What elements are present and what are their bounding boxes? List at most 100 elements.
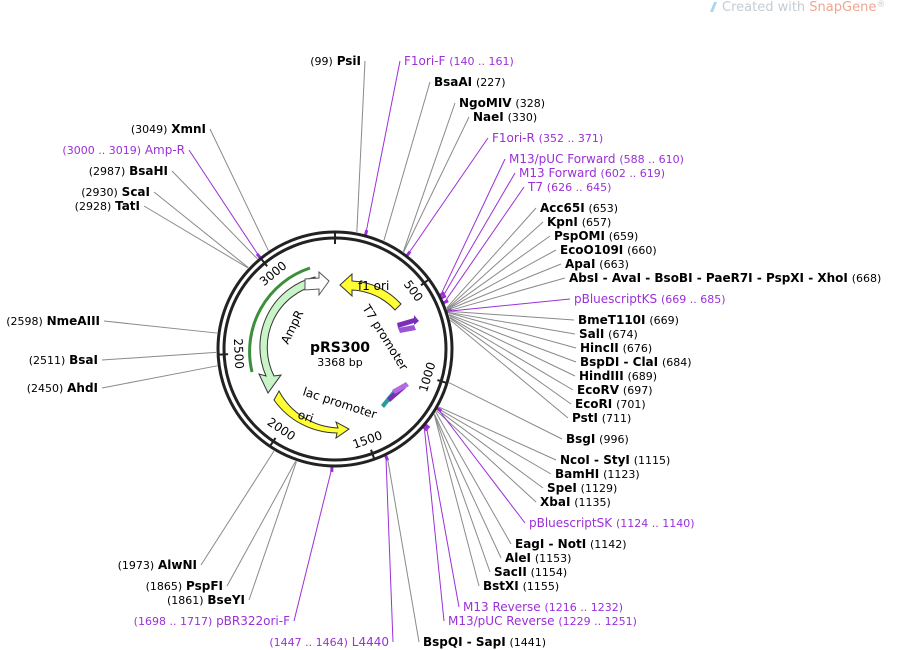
watermark-brand: SnapGene <box>809 0 876 15</box>
watermark-prefix: Created with <box>722 0 809 15</box>
site-position: (676) <box>623 342 653 355</box>
site-name: XmnI <box>171 122 206 136</box>
ori-arrow[interactable] <box>273 389 350 440</box>
ampr-promoter-arrow[interactable] <box>304 270 330 297</box>
primer-label-f1ori-f[interactable]: F1ori-F (140 .. 161) <box>404 54 514 68</box>
enzyme-label-spei[interactable]: SpeI (1129) <box>547 481 617 495</box>
connector-line <box>446 221 544 310</box>
enzyme-label-bspdi[interactable]: BspDI - ClaI (684) <box>580 355 692 369</box>
enzyme-label-ngomiv[interactable]: NgoMIV (328) <box>459 96 545 110</box>
enzyme-label-bamhi[interactable]: BamHI (1123) <box>555 467 640 481</box>
enzyme-label-psti[interactable]: PstI (711) <box>572 411 631 425</box>
primer-label-m13-fwd[interactable]: M13 Forward (602 .. 619) <box>519 166 665 180</box>
primer-label-t7[interactable]: T7 (626 .. 645) <box>527 180 611 194</box>
site-position: (669 .. 685) <box>661 293 726 306</box>
t7-primer-arrow[interactable] <box>398 325 416 333</box>
enzyme-label-bsai[interactable]: (2511) BsaI <box>29 353 98 367</box>
primer-label-l4440[interactable]: (1447 .. 1464) L4440 <box>269 635 389 649</box>
site-position: (1115) <box>634 454 671 467</box>
enzyme-label-naei[interactable]: NaeI (330) <box>473 110 537 124</box>
site-name: BstXI <box>483 579 519 593</box>
enzyme-label-bsahi[interactable]: (2987) BsaHI <box>89 164 168 178</box>
enzyme-label-bsaai[interactable]: BsaAI (227) <box>434 75 506 89</box>
enzyme-label-xmni[interactable]: (3049) XmnI <box>131 122 206 136</box>
site-name: M13/pUC Reverse <box>448 614 555 628</box>
enzyme-label-bstxi[interactable]: BstXI (1155) <box>483 579 559 593</box>
enzyme-label-psti-top[interactable]: (99) PsiI <box>310 54 361 68</box>
enzyme-label-bmet110i[interactable]: BmeT110I (669) <box>578 313 679 327</box>
site-position: (1861) <box>167 594 204 607</box>
enzyme-label-bseyi[interactable]: (1861) BseYI <box>167 593 245 607</box>
connector-line <box>103 320 218 334</box>
site-position: (684) <box>662 356 692 369</box>
site-name: PsiI <box>337 54 361 68</box>
site-position: (2987) <box>89 165 126 178</box>
enzyme-label-sacii[interactable]: SacII (1154) <box>494 565 567 579</box>
site-name: PspFI <box>186 579 223 593</box>
site-position: (1124 .. 1140) <box>616 517 695 530</box>
enzyme-label-ecori[interactable]: EcoRI (701) <box>575 397 646 411</box>
connector-line <box>143 205 249 269</box>
enzyme-label-ahdi[interactable]: (2450) AhdI <box>27 381 98 395</box>
site-name: SpeI <box>547 481 577 495</box>
primer-label-amp-r[interactable]: (3000 .. 3019) Amp-R <box>62 143 185 157</box>
enzyme-label-alei[interactable]: AleI (1153) <box>505 551 571 565</box>
connector-line <box>446 249 557 310</box>
f1-ori-arrow[interactable] <box>339 272 402 311</box>
site-position: (1973) <box>118 559 155 572</box>
site-position: (697) <box>623 384 653 397</box>
enzyme-label-apai[interactable]: ApaI (663) <box>565 257 629 271</box>
site-name: BseYI <box>207 593 245 607</box>
t7-promoter-arrow[interactable] <box>397 315 419 328</box>
primer-label-f1ori-r[interactable]: F1ori-R (352 .. 371) <box>492 131 603 145</box>
enzyme-label-sali[interactable]: SalI (674) <box>579 327 638 341</box>
connector-line <box>407 137 489 256</box>
connector-line <box>356 60 366 233</box>
enzyme-label-ecoo109i[interactable]: EcoO109I (660) <box>560 243 657 257</box>
plasmid-name: pRS300 <box>310 340 370 356</box>
site-position: (2450) <box>27 382 64 395</box>
enzyme-label-absi[interactable]: AbsI - AvaI - BsoBI - PaeR7I - PspXI - X… <box>569 271 881 285</box>
enzyme-label-scai[interactable]: (2930) ScaI <box>81 185 150 199</box>
t7-promoter-label: T7 promoter <box>359 301 411 372</box>
site-name: BsaHI <box>129 164 168 178</box>
primer-label-pbr322[interactable]: (1698 .. 1717) pBR322ori-F <box>134 614 290 628</box>
enzyme-label-bspqi[interactable]: BspQI - SapI (1441) <box>423 635 546 649</box>
enzyme-label-alwni[interactable]: (1973) AlwNI <box>118 558 197 572</box>
enzyme-label-ecorv[interactable]: EcoRV (697) <box>577 383 653 397</box>
enzyme-label-ncoi[interactable]: NcoI - StyI (1115) <box>560 453 670 467</box>
enzyme-label-hincii[interactable]: HincII (676) <box>580 341 652 355</box>
connector-line <box>448 315 576 377</box>
enzyme-label-tati[interactable]: (2928) TatI <box>75 199 140 213</box>
enzyme-label-kpni[interactable]: KpnI (657) <box>547 215 611 229</box>
site-position: (330) <box>508 111 538 124</box>
enzyme-label-bsgi[interactable]: BsgI (996) <box>566 432 629 446</box>
m13-rev-arrow[interactable] <box>392 382 409 394</box>
enzyme-label-hindiii[interactable]: HindIII (689) <box>579 369 657 383</box>
site-position: (1229 .. 1251) <box>558 615 637 628</box>
primer-label-m13-rev[interactable]: M13 Reverse (1216 .. 1232) <box>463 600 623 614</box>
connector-line <box>447 277 566 312</box>
site-name: BmeT110I <box>578 313 646 327</box>
primer-label-m13puc-rev[interactable]: M13/pUC Reverse (1229 .. 1251) <box>448 614 637 628</box>
primer-label-m13puc-fwd[interactable]: M13/pUC Forward (588 .. 610) <box>509 152 684 166</box>
connector-line <box>385 456 394 643</box>
enzyme-label-xbai[interactable]: XbaI (1135) <box>540 495 611 509</box>
enzyme-label-pspfi[interactable]: (1865) PspFI <box>146 579 223 593</box>
connector-line <box>448 313 577 363</box>
primer-site-marker <box>439 291 446 297</box>
primer-label-pbks[interactable]: pBluescriptKS (669 .. 685) <box>574 292 726 306</box>
enzyme-label-acc65i[interactable]: Acc65I (653) <box>540 201 618 215</box>
ampr-arrow[interactable] <box>258 276 318 394</box>
enzyme-label-eagi[interactable]: EagI - NotI (1142) <box>515 537 627 551</box>
site-name: BamHI <box>555 467 599 481</box>
primer-label-pbsk[interactable]: pBluescriptSK (1124 .. 1140) <box>529 516 695 530</box>
primer-site-marker <box>255 252 262 259</box>
enzyme-label-nmeaiii[interactable]: (2598) NmeAIII <box>6 314 100 328</box>
primer-site-marker <box>405 250 412 257</box>
primer-site-marker <box>422 425 429 432</box>
site-name: AleI <box>505 551 531 565</box>
enzyme-label-pspomi[interactable]: PspOMI (659) <box>554 229 638 243</box>
site-position: (660) <box>627 244 657 257</box>
